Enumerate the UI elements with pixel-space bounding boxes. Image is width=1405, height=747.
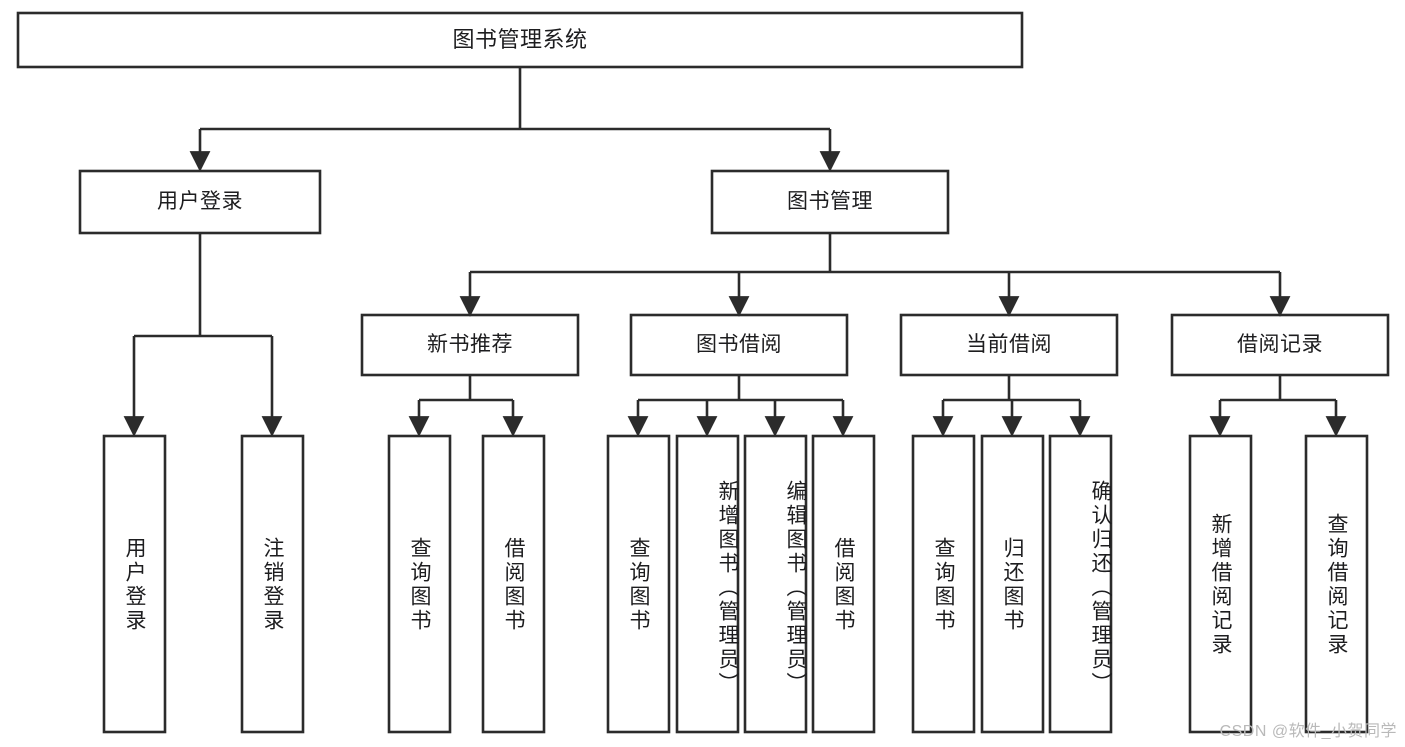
node-box-book-borrow[interactable] xyxy=(629,313,849,377)
node-box-book-manage[interactable] xyxy=(710,169,950,235)
node-box-user-login[interactable] xyxy=(78,169,322,235)
node-box-leaf-add-book[interactable] xyxy=(675,434,740,734)
node-box-leaf-add-record[interactable] xyxy=(1188,434,1253,734)
node-box-leaf-return-book[interactable] xyxy=(980,434,1045,734)
node-box-leaf-query-book-3[interactable] xyxy=(911,434,976,734)
node-box-current-borrow[interactable] xyxy=(899,313,1119,377)
node-box-leaf-borrow-book-2[interactable] xyxy=(811,434,876,734)
node-box-leaf-logout[interactable] xyxy=(240,434,305,734)
node-box-leaf-query-book-1[interactable] xyxy=(387,434,452,734)
watermark-text: CSDN @软件_小贺同学 xyxy=(1219,723,1397,740)
node-box-leaf-edit-book[interactable] xyxy=(743,434,808,734)
node-box-leaf-query-record[interactable] xyxy=(1304,434,1369,734)
node-box-leaf-query-book-2[interactable] xyxy=(606,434,671,734)
node-box-root[interactable] xyxy=(16,11,1024,69)
node-box-leaf-borrow-book-1[interactable] xyxy=(481,434,546,734)
node-box-leaf-confirm-return[interactable] xyxy=(1048,434,1113,734)
node-box-new-book-rec[interactable] xyxy=(360,313,580,377)
node-box-leaf-user-login[interactable] xyxy=(102,434,167,734)
node-box-borrow-record[interactable] xyxy=(1170,313,1390,377)
